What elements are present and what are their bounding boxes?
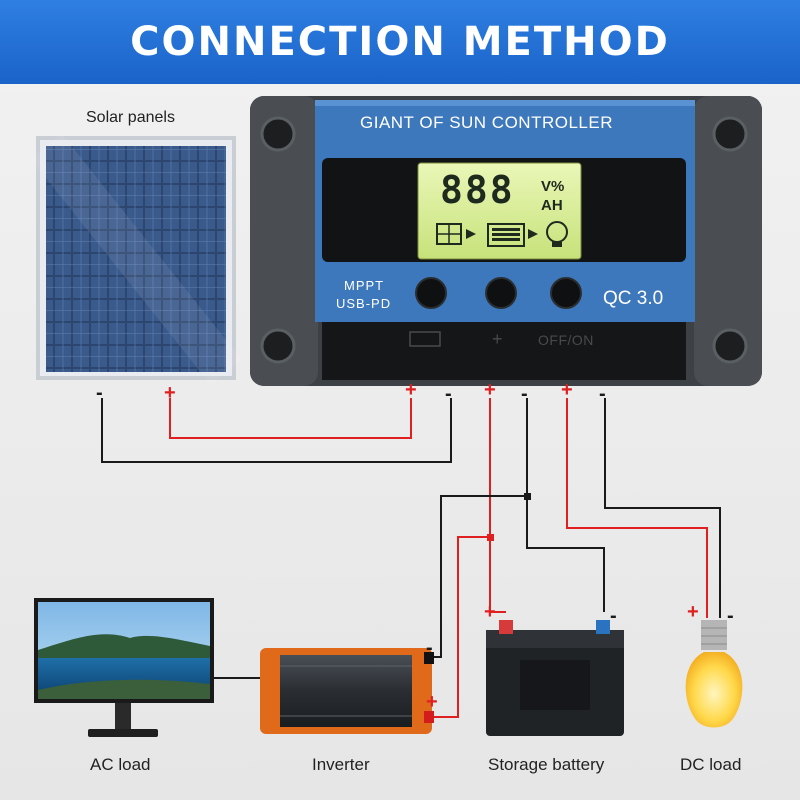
controller-button[interactable] <box>485 277 517 309</box>
lcd-unit-top: V% <box>541 178 565 195</box>
dc-load-negative-wire <box>604 398 721 618</box>
solar-positive-sign: + <box>164 382 176 404</box>
solar-charge-controller <box>250 96 762 386</box>
dc-load-positive-sign: + <box>687 601 699 623</box>
storage-battery-label: Storage battery <box>488 755 605 774</box>
controller-solar-positive-sign: + <box>405 379 417 401</box>
usb-port-icon <box>409 331 441 347</box>
ac-load-monitor <box>34 598 214 737</box>
controller-battery-positive-sign: + <box>484 379 496 401</box>
solar-negative-wire <box>101 398 452 463</box>
inverter-positive-wire <box>434 536 490 718</box>
lcd-arrow-icon <box>466 229 476 239</box>
solar-panel <box>30 133 242 385</box>
usb-pd-label: USB-PD <box>336 296 392 311</box>
inverter <box>260 648 434 734</box>
solar-panels-label: Solar panels <box>86 109 175 126</box>
inverter-negative-wire <box>434 495 527 658</box>
battery-positive-wire <box>489 398 506 613</box>
terminal-plus-label: + <box>492 329 503 349</box>
banner-title: CONNECTION METHOD <box>130 19 670 65</box>
lcd-bulb-icon <box>546 221 568 247</box>
qc-label: QC 3.0 <box>603 288 664 309</box>
ac-load-label: AC load <box>90 755 151 774</box>
lcd-solar-icon <box>436 223 462 245</box>
dc-load-bulb <box>685 620 743 728</box>
title-banner: CONNECTION METHOD <box>0 0 800 84</box>
junction-dot <box>487 534 494 541</box>
controller-load-positive-sign: + <box>561 379 573 401</box>
battery-negative-wire <box>526 398 605 612</box>
mppt-label: MPPT <box>344 278 385 293</box>
lcd-arrow-icon <box>528 229 538 239</box>
storage-battery <box>486 620 624 736</box>
dc-load-negative-sign: - <box>727 605 734 627</box>
dc-load-positive-wire <box>566 398 708 618</box>
switch-label: OFF/ON <box>538 332 594 348</box>
controller-button[interactable] <box>415 277 447 309</box>
controller-button[interactable] <box>550 277 582 309</box>
controller-battery-negative-sign: - <box>521 383 528 405</box>
junction-dot <box>524 493 531 500</box>
controller-title: GIANT OF SUN CONTROLLER <box>360 113 613 132</box>
solar-negative-sign: - <box>96 382 103 404</box>
lcd-unit-bottom: AH <box>541 197 563 214</box>
wiring <box>101 398 721 718</box>
dc-load-label: DC load <box>680 755 742 774</box>
inverter-positive-sign: + <box>426 691 438 713</box>
lcd-digits: 888 <box>440 168 515 212</box>
lcd-battery-icon <box>487 223 525 247</box>
battery-negative-sign: - <box>610 605 617 627</box>
controller-solar-negative-sign: - <box>445 383 452 405</box>
controller-load-negative-sign: - <box>599 383 606 405</box>
solar-positive-wire <box>169 398 412 439</box>
battery-positive-sign: + <box>484 601 496 623</box>
inverter-negative-sign: - <box>426 637 433 659</box>
inverter-label: Inverter <box>312 755 370 774</box>
